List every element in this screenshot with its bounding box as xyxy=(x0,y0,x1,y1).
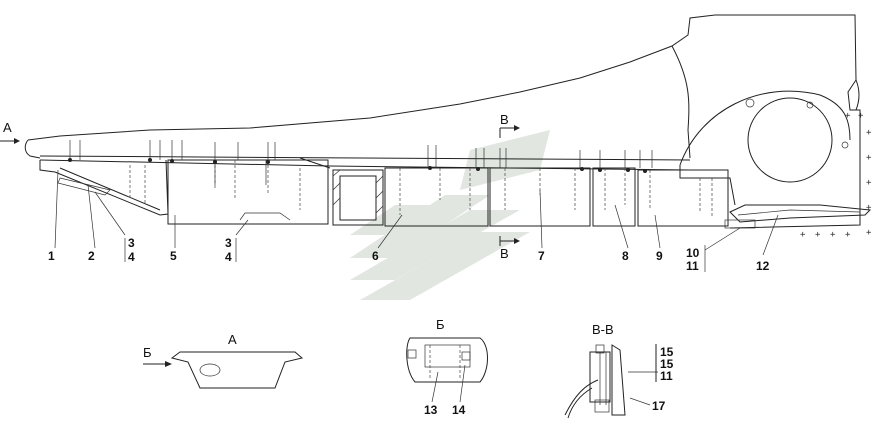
hatched-pillar xyxy=(332,169,384,226)
compartment-9 xyxy=(637,169,729,227)
callout-8: 8 xyxy=(622,249,629,263)
view-b-arrow-label: Б xyxy=(143,345,152,360)
compartment-5 xyxy=(167,157,331,225)
leader-lines xyxy=(54,169,779,272)
bolts-top xyxy=(68,140,653,173)
view-a-arrow-label: A xyxy=(3,120,12,135)
vehicle-body-outline xyxy=(24,14,861,229)
callout-labels: 1 2 3 4 5 3 4 6 7 8 9 10 11 12 13 14 15 … xyxy=(48,236,770,417)
view-b-title: Б xyxy=(436,317,445,332)
callout-2: 2 xyxy=(88,249,95,263)
view-a-arrow xyxy=(0,138,20,144)
callout-14: 14 xyxy=(452,403,466,417)
svg-text:+: + xyxy=(866,153,872,163)
callout-12: 12 xyxy=(756,259,770,273)
compartment-6 xyxy=(384,167,489,227)
callout-13: 13 xyxy=(424,403,438,417)
section-b-bottom-label: В xyxy=(500,246,509,261)
callout-15a: 15 xyxy=(660,345,674,359)
rivet-markers: + + + + + + + + + + + xyxy=(800,111,872,240)
callout-9: 9 xyxy=(656,249,663,263)
view-a-detail xyxy=(143,351,304,389)
callout-11a: 11 xyxy=(686,259,699,273)
callout-4b: 4 xyxy=(225,250,232,264)
svg-text:+: + xyxy=(830,230,836,240)
svg-text:+: + xyxy=(866,228,872,238)
callout-17: 17 xyxy=(652,399,666,413)
svg-text:+: + xyxy=(866,203,872,213)
view-a-title: А xyxy=(228,332,237,347)
callout-5: 5 xyxy=(170,249,177,263)
svg-text:+: + xyxy=(866,128,872,138)
callout-1: 1 xyxy=(48,249,55,263)
section-b-top-label: В xyxy=(500,112,509,127)
compartment-left xyxy=(54,159,169,216)
svg-text:+: + xyxy=(815,230,821,240)
watermark-logo xyxy=(350,130,550,300)
callout-10: 10 xyxy=(686,246,700,260)
view-captions: A В В А Б Б В-В xyxy=(3,112,614,360)
callout-4a: 4 xyxy=(128,250,135,264)
compartment-8 xyxy=(592,167,636,227)
svg-text:+: + xyxy=(845,230,851,240)
svg-text:+: + xyxy=(858,111,864,121)
part-12-step xyxy=(724,204,872,229)
svg-text:+: + xyxy=(866,178,872,188)
svg-text:+: + xyxy=(800,230,806,240)
section-b-marker xyxy=(499,125,520,246)
section-bb-detail xyxy=(564,344,658,419)
section-bb-title: В-В xyxy=(592,322,614,337)
callout-11b: 11 xyxy=(660,369,673,383)
callout-3b: 3 xyxy=(225,236,232,250)
callout-7: 7 xyxy=(538,249,545,263)
callout-6: 6 xyxy=(372,249,379,263)
callout-15b: 15 xyxy=(660,357,674,371)
svg-text:+: + xyxy=(845,111,851,121)
callout-3a: 3 xyxy=(128,236,135,250)
view-b-detail xyxy=(406,337,488,403)
